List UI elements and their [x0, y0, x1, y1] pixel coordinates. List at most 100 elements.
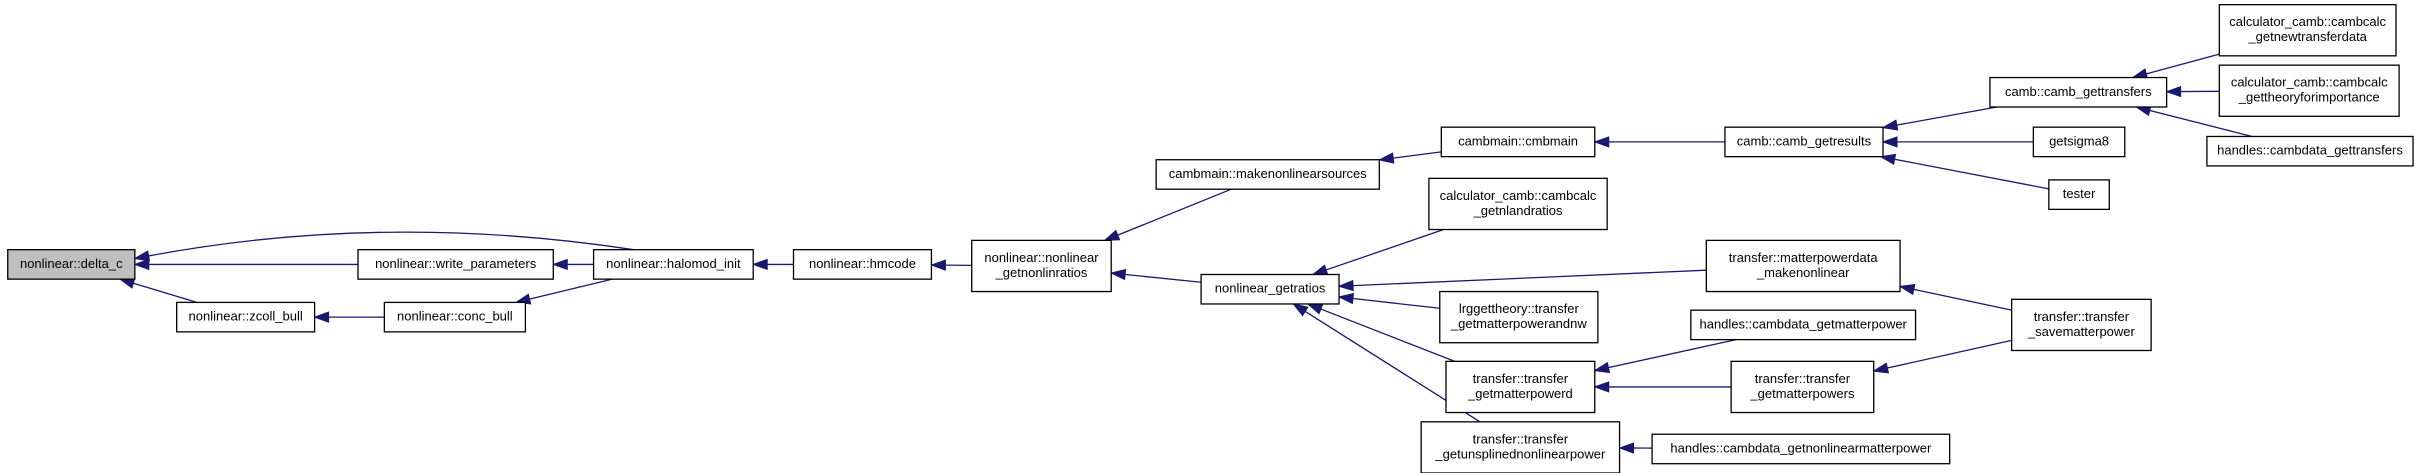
- node-getsigma8[interactable]: getsigma8: [2032, 126, 2126, 158]
- edge-halomod-init-to-write-parameters: [551, 258, 594, 271]
- node-getnlandratios[interactable]: calculator_camb::cambcalc_getnlandratios: [1428, 177, 1608, 231]
- node-label: handles::cambdata_gettransfers: [2217, 143, 2403, 158]
- node-tester[interactable]: tester: [2048, 179, 2110, 211]
- edge-arrowhead: [1292, 303, 1309, 317]
- node-cambdata-getmatterpower[interactable]: handles::cambdata_getmatterpower: [1690, 309, 1917, 341]
- node-label: _gettheoryforimportance: [2238, 90, 2380, 105]
- node-label: handles::cambdata_getmatterpower: [1699, 316, 1907, 331]
- edge-getnewtransferdata-to-camb-gettransfers: [2131, 53, 2220, 80]
- node-label: _savematterpower: [2027, 324, 2136, 339]
- edge-arrowhead: [1618, 442, 1635, 454]
- node-gettheoryforimportance[interactable]: calculator_camb::cambcalc_gettheoryforim…: [2218, 64, 2400, 117]
- node-box: [792, 249, 933, 280]
- node-camb-gettransfers[interactable]: camb::camb_gettransfers: [1989, 76, 2168, 108]
- node-label: camb::camb_gettransfers: [2005, 84, 2152, 99]
- node-cambdata-gettransfers[interactable]: handles::cambdata_gettransfers: [2206, 135, 2414, 167]
- edge-arrowhead: [1306, 303, 1324, 315]
- edge-arrowhead: [2165, 85, 2182, 98]
- node-cambdata-getnonlinearmatterpower[interactable]: handles::cambdata_getnonlinearmatterpowe…: [1651, 433, 1951, 465]
- node-makenonlinearsources[interactable]: cambmain::makenonlinearsources: [1155, 159, 1380, 190]
- node-box: [1730, 360, 1875, 414]
- edge-cambdata-getmatterpower-to-transfer-getmatterpowerd: [1593, 338, 1737, 374]
- edge-line: [1887, 339, 2012, 369]
- edge-halomod-init-to-conc-bull: [514, 278, 613, 305]
- edge-cambdata-getnonlinearmatterpower-to-getunsplinednonlinearpower: [1618, 442, 1653, 454]
- node-camb-getresults[interactable]: camb::camb_getresults: [1724, 126, 1884, 158]
- call-edges: [118, 53, 2253, 454]
- node-matterpowerdata-makenonlinear[interactable]: transfer::matterpowerdata_makenonlinear: [1705, 239, 1901, 293]
- node-label: handles::cambdata_getnonlinearmatterpowe…: [1670, 440, 1932, 455]
- edge-arrowhead: [118, 277, 136, 289]
- edge-line: [529, 278, 613, 300]
- node-label: nonlinear::nonlinear: [984, 250, 1099, 265]
- edge-conc-bull-to-zcoll-bull: [313, 311, 385, 323]
- node-halomod-init[interactable]: nonlinear::halomod_init: [592, 249, 754, 280]
- node-box: [2218, 4, 2397, 57]
- node-zcoll-bull[interactable]: nonlinear::zcoll_bull: [176, 301, 316, 333]
- edge-camb-gettransfers-to-camb-getresults: [1881, 106, 1997, 131]
- node-label: nonlinear_getratios: [1215, 281, 1326, 296]
- edge-line: [1320, 308, 1456, 362]
- edge-arrowhead: [1593, 381, 1610, 393]
- node-cmbmain[interactable]: cambmain::cmbmain: [1440, 126, 1596, 158]
- node-label: transfer::transfer: [1755, 371, 1851, 386]
- node-label: _getmatterpowerandnw: [1450, 316, 1587, 331]
- node-write-parameters[interactable]: nonlinear::write_parameters: [357, 249, 554, 280]
- node-label: transfer::transfer: [1473, 371, 1569, 386]
- node-label: nonlinear::hmcode: [809, 256, 916, 271]
- node-label: cambmain::makenonlinearsources: [1169, 166, 1367, 181]
- node-getunsplinednonlinearpower[interactable]: transfer::transfer_getunsplinednonlinear…: [1420, 421, 1621, 473]
- node-savematterpower[interactable]: transfer::transfer_savematterpower: [2011, 298, 2152, 352]
- node-label: _makenonlinear: [1756, 265, 1850, 280]
- node-transfer-getmatterpowers[interactable]: transfer::transfer_getmatterpowers: [1730, 360, 1875, 414]
- node-delta-c[interactable]: nonlinear::delta_c: [7, 249, 136, 280]
- edge-arrowhead: [1337, 292, 1355, 305]
- edge-camb-getresults-to-cmbmain: [1593, 136, 1725, 148]
- node-getnonlinratios[interactable]: nonlinear::nonlinear_getnonlinratios: [971, 239, 1112, 293]
- node-label: transfer::transfer: [1473, 431, 1569, 446]
- node-label: calculator_camb::cambcalc: [1440, 188, 1597, 203]
- node-label: _getunsplinednonlinearpower: [1434, 446, 1606, 461]
- node-getnewtransferdata[interactable]: calculator_camb::cambcalc_getnewtransfer…: [2218, 4, 2397, 57]
- edge-line: [1896, 106, 1997, 126]
- node-label: nonlinear::conc_bull: [397, 309, 513, 324]
- edge-line: [133, 282, 198, 304]
- edge-lrggettheory-to-nonlinear-getratios: [1337, 292, 1440, 309]
- node-label: _getmatterpowerd: [1467, 386, 1573, 401]
- edge-arrowhead: [313, 311, 330, 323]
- node-hmcode[interactable]: nonlinear::hmcode: [792, 249, 933, 280]
- edge-savematterpower-to-transfer-getmatterpowers: [1872, 339, 2012, 374]
- node-box: [1445, 360, 1596, 414]
- node-box: [357, 249, 554, 280]
- edge-arrowhead: [751, 258, 768, 271]
- edge-arrowhead: [929, 259, 946, 271]
- edge-line: [148, 231, 634, 257]
- node-lrggettheory[interactable]: lrggettheory::transfer_getmatterpowerand…: [1439, 290, 1599, 344]
- node-box: [7, 249, 136, 280]
- edge-savematterpower-to-matterpowerdata-makenonlinear: [1898, 283, 2012, 311]
- edge-write-parameters-to-delta-c: [133, 258, 359, 271]
- edge-arrowhead: [551, 258, 568, 271]
- node-box: [2048, 179, 2110, 211]
- edge-arrowhead: [1593, 136, 1610, 148]
- node-box: [1420, 421, 1621, 473]
- node-nonlinear-getratios[interactable]: nonlinear_getratios: [1200, 273, 1340, 305]
- edge-nonlinear-getratios-to-getnonlinratios: [1109, 268, 1202, 283]
- node-label: nonlinear::zcoll_bull: [189, 309, 303, 324]
- node-conc-bull[interactable]: nonlinear::conc_bull: [383, 301, 527, 333]
- node-label: calculator_camb::cambcalc: [2229, 14, 2386, 29]
- node-box: [1428, 177, 1608, 231]
- node-transfer-getmatterpowerd[interactable]: transfer::transfer_getmatterpowerd: [1445, 360, 1596, 414]
- node-box: [1690, 309, 1917, 341]
- edge-makenonlinearsources-to-getnonlinratios: [1103, 188, 1232, 241]
- node-label: nonlinear::delta_c: [20, 256, 123, 271]
- edge-matterpowerdata-makenonlinear-to-nonlinear-getratios: [1337, 269, 1707, 292]
- node-label: getsigma8: [2049, 133, 2109, 148]
- edge-transfer-getmatterpowerd-to-nonlinear-getratios: [1306, 303, 1456, 362]
- edge-arrowhead: [1879, 153, 1897, 165]
- edge-line: [1393, 151, 1442, 159]
- edge-line: [1352, 269, 1707, 287]
- edge-gettheoryforimportance-to-camb-gettransfers: [2165, 85, 2220, 98]
- node-label: lrggettheory::transfer: [1459, 301, 1580, 316]
